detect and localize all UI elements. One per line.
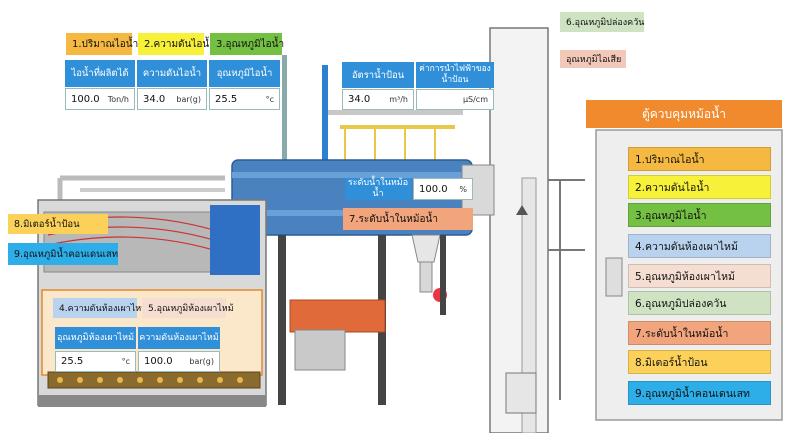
tag-exhaust-temperature: อุณหภูมิไอเสีย bbox=[560, 50, 626, 68]
tag-furnace-temperature: 5.อุณหภูมิห้องเผาไหม้ bbox=[142, 298, 234, 318]
steam-pressure-value: 34.0 bbox=[143, 93, 166, 105]
panel-item-stack-temperature[interactable]: 6.อุณหภูมิปล่องควัน bbox=[628, 291, 771, 315]
panel-item-furnace-pressure[interactable]: 4.ความดันห้องเผาไหม้ bbox=[628, 234, 771, 258]
furnace-pressure-cell: 100.0 bar(g) bbox=[138, 351, 220, 372]
steam-pressure-cell: 34.0 bar(g) bbox=[137, 88, 207, 110]
control-panel-title-text: ตู้ควบคุมหม้อน้ำ bbox=[641, 106, 727, 121]
furnace-header-pressure: ความดันห้องเผาไหม้ bbox=[138, 327, 220, 349]
panel-item-feed-meter[interactable]: 8.มิเตอร์น้ำป้อน bbox=[628, 350, 771, 374]
tag-steam-quantity: 1.ปริมาณไอน้ำ bbox=[66, 33, 138, 55]
panel-item-condensate-temperature[interactable]: 9.อุณหภูมิน้ำคอนเดนเสท bbox=[628, 381, 771, 405]
feed-conductivity-unit: μS/cm bbox=[462, 95, 488, 104]
feed-header-conductivity: ค่าการนำไฟฟ้าของน้ำป้อน bbox=[416, 62, 494, 88]
grate bbox=[47, 371, 261, 389]
furnace-pressure-unit: bar(g) bbox=[189, 357, 214, 366]
steam-temperature-unit: °c bbox=[265, 94, 274, 104]
tag-stack-temperature: 6.อุณหภูมิปล่องควัน bbox=[560, 12, 644, 32]
water-level-cell: 100.0 % bbox=[413, 178, 473, 200]
tag-feed-meter: 8.มิเตอร์น้ำป้อน bbox=[8, 214, 108, 234]
feed-rate-unit: m³/h bbox=[389, 95, 408, 104]
steam-header-temperature: อุณหภูมิไอน้ำ bbox=[209, 60, 280, 87]
feed-table: อัตราน้ำป้อน ค่าการนำไฟฟ้าของน้ำป้อน 34.… bbox=[342, 62, 494, 110]
steam-output-value: 100.0 bbox=[71, 93, 100, 105]
tag-steam-temperature: 3.อุณหภูมิไอน้ำ bbox=[210, 33, 284, 55]
panel-item-furnace-temperature[interactable]: 5.อุณหภูมิห้องเผาไหม้ bbox=[628, 264, 771, 288]
feed-rate-value: 34.0 bbox=[348, 94, 371, 105]
tag-condensate-temperature: 9.อุณหภูมิน้ำคอนเดนเสท bbox=[8, 243, 118, 265]
feed-rate-cell: 34.0 m³/h bbox=[342, 89, 414, 110]
panel-item-water-level[interactable]: 7.ระดับน้ำในหม้อน้ำ bbox=[628, 321, 771, 345]
steam-header-pressure: ความดันไอน้ำ bbox=[137, 60, 207, 87]
steam-table: ไอน้ำที่ผลิตได้ ความดันไอน้ำ อุณหภูมิไอน… bbox=[65, 60, 280, 110]
control-panel-title: ตู้ควบคุมหม้อน้ำ bbox=[586, 100, 782, 128]
steam-output-unit: Ton/h bbox=[107, 94, 129, 104]
furnace-header-temperature: อุณหภูมิห้องเผาไหม้ bbox=[55, 327, 136, 349]
steam-temperature-cell: 25.5 °c bbox=[209, 88, 280, 110]
furnace-temperature-unit: °c bbox=[121, 357, 130, 366]
water-level-value: 100.0 bbox=[419, 183, 448, 195]
furnace-temperature-value: 25.5 bbox=[61, 356, 84, 367]
tag-water-level: 7.ระดับน้ำในหม้อน้ำ bbox=[343, 208, 473, 230]
water-level-unit: % bbox=[459, 184, 467, 194]
chimney bbox=[489, 27, 549, 433]
steam-pressure-unit: bar(g) bbox=[176, 94, 201, 104]
panel-item-steam-temperature[interactable]: 3.อุณหภูมิไอน้ำ bbox=[628, 203, 771, 227]
steam-temperature-value: 25.5 bbox=[215, 93, 238, 105]
feed-conductivity-cell: μS/cm bbox=[416, 89, 494, 110]
steam-header-output: ไอน้ำที่ผลิตได้ bbox=[65, 60, 135, 87]
panel-item-steam-quantity[interactable]: 1.ปริมาณไอน้ำ bbox=[628, 147, 771, 171]
panel-item-steam-pressure[interactable]: 2.ความดันไอน้ำ bbox=[628, 175, 771, 199]
furnace-temperature-cell: 25.5 °c bbox=[55, 351, 136, 372]
furnace-pressure-value: 100.0 bbox=[144, 356, 173, 367]
furnace-table: อุณหภูมิห้องเผาไหม้ ความดันห้องเผาไหม้ 2… bbox=[55, 327, 220, 373]
feed-header-rate: อัตราน้ำป้อน bbox=[342, 62, 414, 88]
steam-output-cell: 100.0 Ton/h bbox=[65, 88, 135, 110]
tag-furnace-pressure: 4.ความดันห้องเผาไหม้ bbox=[53, 298, 147, 318]
tag-steam-pressure: 2.ความดันไอน้ำ bbox=[138, 33, 215, 55]
water-level-label: ระดับน้ำในหม้อน้ำ bbox=[345, 178, 411, 200]
